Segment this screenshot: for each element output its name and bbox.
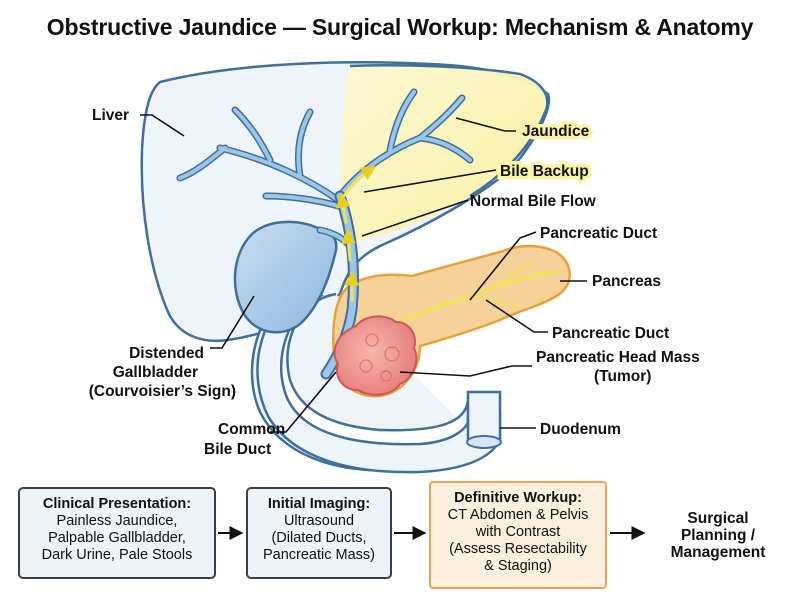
label-mass-line2: (Tumor) <box>594 368 651 385</box>
clinical-line: Dark Urine, Pale Stools <box>41 547 193 563</box>
initial-line: (Dilated Ducts, <box>271 530 367 546</box>
label-cbd-line2: Bile Duct <box>204 441 271 458</box>
label-gallbladder-line3: (Courvoisier’s Sign) <box>89 383 236 400</box>
final-line: Management <box>670 544 766 561</box>
label-jaundice: Jaundice <box>522 123 590 140</box>
definitive-heading: Definitive Workup: <box>454 490 582 506</box>
label-pancreatic-duct-lower: Pancreatic Duct <box>552 325 669 342</box>
clinical-presentation-box: Clinical Presentation: Painless Jaundice… <box>18 487 216 579</box>
clinical-line: Palpable Gallbladder, <box>48 530 186 546</box>
surgical-planning-step: Surgical Planning / Management <box>650 510 786 561</box>
page-title: Obstructive Jaundice — Surgical Workup: … <box>46 14 754 40</box>
clinical-line: Painless Jaundice, <box>56 513 178 529</box>
bile-flow-arrows <box>335 166 377 302</box>
definitive-workup-box: Definitive Workup: CT Abdomen & Pelvis w… <box>429 481 607 589</box>
leader-lines <box>140 114 587 433</box>
final-line: Planning / <box>680 527 756 544</box>
label-pancreatic-duct-upper: Pancreatic Duct <box>540 225 657 242</box>
definitive-line: (Assess Resectability <box>449 541 587 557</box>
clinical-heading: Clinical Presentation: <box>42 496 192 512</box>
label-normal-bile-flow: Normal Bile Flow <box>470 193 597 210</box>
definitive-line: & Staging) <box>484 558 552 574</box>
definitive-line: with Contrast <box>475 524 561 540</box>
label-duodenum: Duodenum <box>540 421 621 438</box>
initial-imaging-box: Initial Imaging: Ultrasound (Dilated Duc… <box>246 487 392 579</box>
initial-line: Ultrasound <box>283 513 355 529</box>
label-gallbladder-line1: Distended <box>129 345 204 362</box>
intrahepatic-ducts <box>176 88 474 210</box>
definitive-line: CT Abdomen & Pelvis <box>447 507 589 523</box>
label-mass-line1: Pancreatic Head Mass <box>536 349 700 366</box>
label-gallbladder-line2: Gallbladder <box>113 364 198 381</box>
label-bile-backup: Bile Backup <box>500 163 589 180</box>
gallbladder-shape <box>233 220 338 334</box>
final-line: Surgical <box>687 510 749 527</box>
tumor-shape <box>333 315 418 396</box>
label-liver: Liver <box>92 107 129 124</box>
initial-heading: Initial Imaging: <box>267 496 371 512</box>
label-pancreas: Pancreas <box>592 273 661 290</box>
initial-line: Pancreatic Mass) <box>262 547 375 563</box>
label-cbd-line1: Common <box>218 421 285 438</box>
jaundice-region <box>341 65 548 242</box>
